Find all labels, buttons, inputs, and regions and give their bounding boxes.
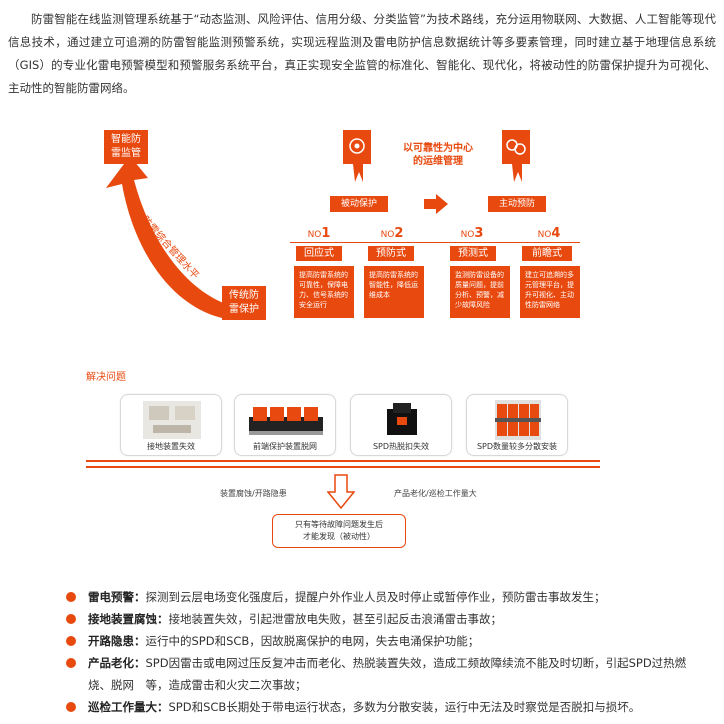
stage-number-1: NO1 bbox=[290, 226, 348, 241]
desc-line: 监测防雷设备的 bbox=[455, 271, 504, 279]
card-caption: SPD数量较多分散安装 bbox=[476, 442, 558, 451]
smart-protection-line2: 雷监管 bbox=[111, 148, 141, 159]
problems-bar-bottom bbox=[86, 466, 600, 468]
problems-bar-top bbox=[86, 460, 600, 462]
stage-tab-1: 回应式 bbox=[296, 246, 342, 261]
problem-card-grounding: 接地装置失效 bbox=[120, 394, 222, 456]
bullet-dot-icon bbox=[66, 592, 76, 602]
traditional-protection-line2: 雷保护 bbox=[229, 304, 259, 315]
result-line2: 才能发现（被动性） bbox=[303, 532, 375, 541]
stage-no-label: NO bbox=[307, 230, 322, 240]
desc-line: 智能性，降低运 bbox=[369, 281, 418, 289]
desc-line: 提高防雷系统的 bbox=[369, 271, 418, 279]
reliability-title-line1: 以可靠性为中心 bbox=[403, 143, 473, 154]
stage-no-label: NO bbox=[460, 230, 475, 240]
stage-no-value: 3 bbox=[474, 226, 484, 241]
list-item: 巡检工作量大：SPD和SCB长期处于带电运行状态，多数为分散安装，运行中无法及时… bbox=[64, 696, 704, 718]
problem-card-spd-distributed: SPD数量较多分散安装 bbox=[466, 394, 568, 456]
desc-line: 分析、预警，减 bbox=[455, 291, 504, 299]
list-item-text: 接地装置失效，引起泄雷放电失败，甚至引起反击浪涌雷击事故； bbox=[168, 612, 503, 626]
passive-shield-icon bbox=[343, 130, 371, 182]
problems-title: 解决问题 bbox=[86, 372, 126, 383]
curved-arrow-icon bbox=[106, 156, 226, 318]
problem-card-frontend: 前端保护装置脱网 bbox=[234, 394, 336, 456]
stage-no-value: 4 bbox=[551, 226, 561, 241]
card-caption: 接地装置失效 bbox=[147, 442, 195, 451]
bullet-dot-icon bbox=[66, 702, 76, 712]
stage-tab-2: 预防式 bbox=[368, 246, 414, 261]
list-item: 开路隐患：运行中的SPD和SCB，因故脱离保护的电网，失去电涌保护功能； bbox=[64, 630, 704, 652]
list-item-text: 运行中的SPD和SCB，因故脱离保护的电网，失去电涌保护功能； bbox=[145, 634, 480, 648]
stage-no-value: 2 bbox=[394, 226, 404, 241]
result-line1: 只有等待故障问题发生后 bbox=[295, 520, 383, 529]
desc-line: 维成本 bbox=[369, 291, 390, 299]
grounding-device-icon bbox=[143, 401, 201, 439]
list-item-title: 接地装置腐蚀： bbox=[88, 612, 169, 626]
left-note: 装置腐蚀/开路隐患 bbox=[220, 489, 287, 498]
desc-line: 提高防雷系统的 bbox=[299, 271, 348, 279]
list-item-text: 探测到云层电场变化强度后，提醒户外作业人员及时停止或暂停作业，预防雷击事故发生； bbox=[145, 590, 606, 604]
list-item-title: 雷电预警： bbox=[88, 590, 146, 604]
stage-desc-4: 建立可追溯的多 元管理平台，提 升可视化、主动 性防雷网络 bbox=[520, 266, 580, 318]
active-shield-icon bbox=[502, 130, 530, 182]
down-arrow-icon bbox=[327, 474, 355, 510]
stage-desc-2: 提高防雷系统的 智能性，降低运 维成本 bbox=[364, 266, 424, 318]
stage-number-4: NO4 bbox=[520, 226, 578, 241]
stage-tab-4: 前瞻式 bbox=[522, 246, 572, 261]
card-caption: 前端保护装置脱网 bbox=[253, 442, 317, 451]
desc-line: 少故障风险 bbox=[455, 301, 490, 309]
desc-line: 可靠性，保障电 bbox=[299, 281, 348, 289]
stage-no-value: 1 bbox=[321, 226, 331, 241]
bullet-dot-icon bbox=[66, 636, 76, 646]
spd-array-icon bbox=[495, 400, 541, 440]
desc-line: 安全运行 bbox=[299, 301, 327, 309]
list-item: 产品老化：SPD因雷击或电网过压反复冲击而老化、热脱装置失效，造成工频故障续流不… bbox=[64, 652, 704, 696]
spd-module-icon bbox=[387, 403, 417, 435]
right-arrow-icon bbox=[424, 194, 448, 214]
stage-desc-3: 监测防雷设备的 质量问题，提前 分析、预警，减 少故障风险 bbox=[450, 266, 510, 318]
stage-number-2: NO2 bbox=[368, 226, 416, 241]
right-note: 产品老化/巡检工作量大 bbox=[394, 489, 477, 498]
reliability-title-line2: 的运维管理 bbox=[413, 156, 463, 167]
list-item-title: 巡检工作量大： bbox=[88, 700, 169, 714]
stage-number-3: NO3 bbox=[448, 226, 496, 241]
stage-no-label: NO bbox=[537, 230, 552, 240]
stage-tab-3: 预测式 bbox=[450, 246, 496, 261]
stage-no-label: NO bbox=[380, 230, 395, 240]
reliability-title: 以可靠性为中心 的运维管理 bbox=[390, 142, 486, 168]
traditional-protection-box: 传统防 雷保护 bbox=[222, 286, 266, 320]
traditional-protection-line1: 传统防 bbox=[229, 290, 259, 301]
list-item-text: SPD因雷击或电网过压反复冲击而老化、热脱装置失效，造成工频故障续流不能及时切断… bbox=[88, 656, 687, 692]
protection-device-icon bbox=[249, 407, 323, 435]
list-item-title: 开路隐患： bbox=[88, 634, 146, 648]
active-prevention-label: 主动预防 bbox=[488, 196, 546, 212]
smart-protection-box: 智能防 雷监管 bbox=[104, 130, 148, 164]
desc-line: 力、信号系统的 bbox=[299, 291, 348, 299]
smart-protection-line1: 智能防 bbox=[111, 134, 141, 145]
desc-line: 性防雷网络 bbox=[525, 301, 560, 309]
bullet-dot-icon bbox=[66, 658, 76, 668]
stage-divider bbox=[290, 242, 580, 243]
list-item: 雷电预警：探测到云层电场变化强度后，提醒户外作业人员及时停止或暂停作业，预防雷击… bbox=[64, 586, 704, 608]
bullet-dot-icon bbox=[66, 614, 76, 624]
desc-line: 元管理平台，提 bbox=[525, 281, 574, 289]
feature-list: 雷电预警：探测到云层电场变化强度后，提醒户外作业人员及时停止或暂停作业，预防雷击… bbox=[64, 586, 704, 718]
intro-paragraph: 防雷智能在线监测管理系统基于“动态监测、风险评估、信用分级、分类监管”为技术路线… bbox=[8, 12, 716, 95]
desc-line: 质量问题，提前 bbox=[455, 281, 504, 289]
list-item: 接地装置腐蚀：接地装置失效，引起泄雷放电失败，甚至引起反击浪涌雷击事故； bbox=[64, 608, 704, 630]
passive-protection-label: 被动保护 bbox=[330, 196, 388, 212]
problem-card-spd-thermal: SPD热脱扣失效 bbox=[350, 394, 452, 456]
passive-result-box: 只有等待故障问题发生后 才能发现（被动性） bbox=[272, 514, 406, 548]
stage-desc-1: 提高防雷系统的 可靠性，保障电 力、信号系统的 安全运行 bbox=[294, 266, 354, 318]
card-caption: SPD热脱扣失效 bbox=[372, 442, 430, 451]
list-item-text: SPD和SCB长期处于带电运行状态，多数为分散安装，运行中无法及时察觉是否脱扣与… bbox=[168, 700, 641, 714]
desc-line: 建立可追溯的多 bbox=[525, 271, 574, 279]
desc-line: 升可视化、主动 bbox=[525, 291, 574, 299]
management-diagram: 智能防 雷监管 传统防 雷保护 防雷综合管理水平 以可靠性为中心 的运维管理 被… bbox=[0, 120, 724, 330]
list-item-title: 产品老化： bbox=[88, 656, 146, 670]
